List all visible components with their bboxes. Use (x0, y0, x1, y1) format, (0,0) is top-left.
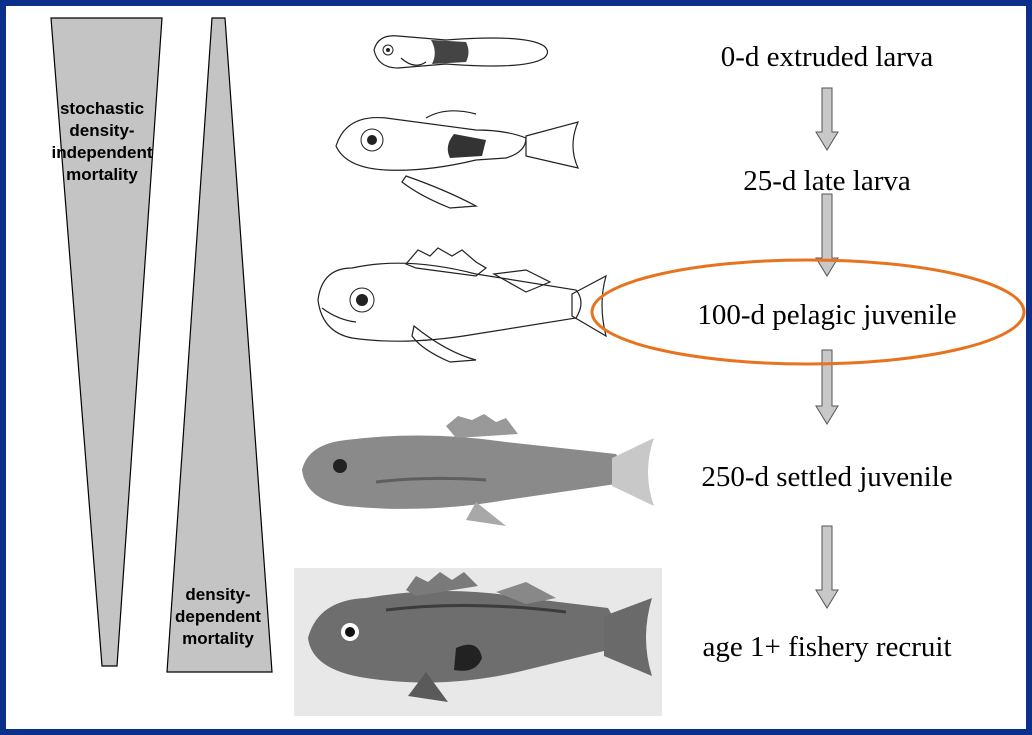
dd-label-line-3: mortality (182, 629, 254, 648)
slide: stochastic density- independent mortalit… (6, 6, 1026, 729)
stage-label-0d: 0-d extruded larva (721, 41, 934, 73)
density-dependent-mortality-wedge (167, 18, 272, 672)
down-arrow-3 (816, 350, 838, 424)
diagram: stochastic density- independent mortalit… (6, 6, 1026, 729)
fish-larva-25d-illustration (336, 111, 578, 208)
stage-label-age1: age 1+ fishery recruit (702, 631, 951, 663)
stage-label-25d: 25-d late larva (743, 165, 911, 197)
fish-settled-juvenile-illustration (302, 414, 654, 526)
fish-recruit-illustration (294, 568, 662, 716)
stage-label-100d: 100-d pelagic juvenile (697, 299, 956, 331)
stochastic-label-line-1: stochastic (60, 99, 144, 118)
fish-larva-0d-illustration (374, 36, 548, 68)
dd-label-line-1: density- (185, 585, 250, 604)
stochastic-label-line-2: density- (69, 121, 134, 140)
down-arrow-1 (816, 88, 838, 150)
stage-label-250d: 250-d settled juvenile (701, 461, 952, 493)
down-arrow-2 (816, 194, 838, 276)
down-arrow-4 (816, 526, 838, 608)
density-dependent-mortality-label: density- dependent mortality (175, 585, 261, 648)
stochastic-label-line-3: independent (51, 143, 152, 162)
fish-pelagic-juvenile-illustration (318, 248, 606, 362)
stochastic-label-line-4: mortality (66, 165, 138, 184)
dd-label-line-2: dependent (175, 607, 261, 626)
